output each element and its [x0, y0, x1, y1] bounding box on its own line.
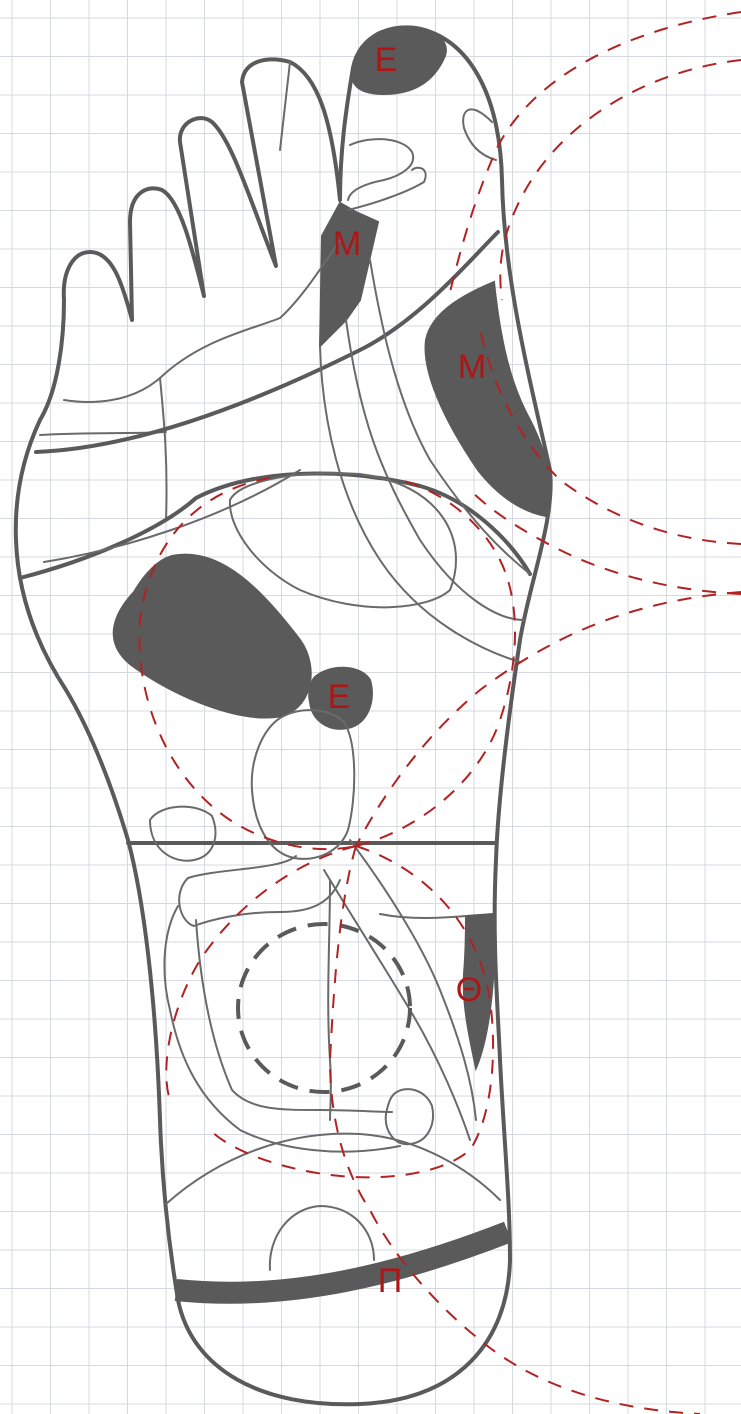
- heel-band: [176, 1232, 508, 1293]
- label-big-toe-tip: Ε: [375, 41, 398, 79]
- dark-zones: [114, 27, 549, 1068]
- toe-details: [40, 62, 496, 520]
- dashed-heel-circle: [238, 924, 410, 1092]
- label-heel-band: Π: [378, 1262, 403, 1300]
- label-medial-ball: Μ: [458, 348, 486, 386]
- label-toe-channel: Μ: [333, 225, 361, 263]
- zone-big-toe-tip: [352, 27, 446, 94]
- label-lateral-arch-small: Ε: [328, 678, 351, 716]
- label-medial-heel: Θ: [456, 971, 482, 1009]
